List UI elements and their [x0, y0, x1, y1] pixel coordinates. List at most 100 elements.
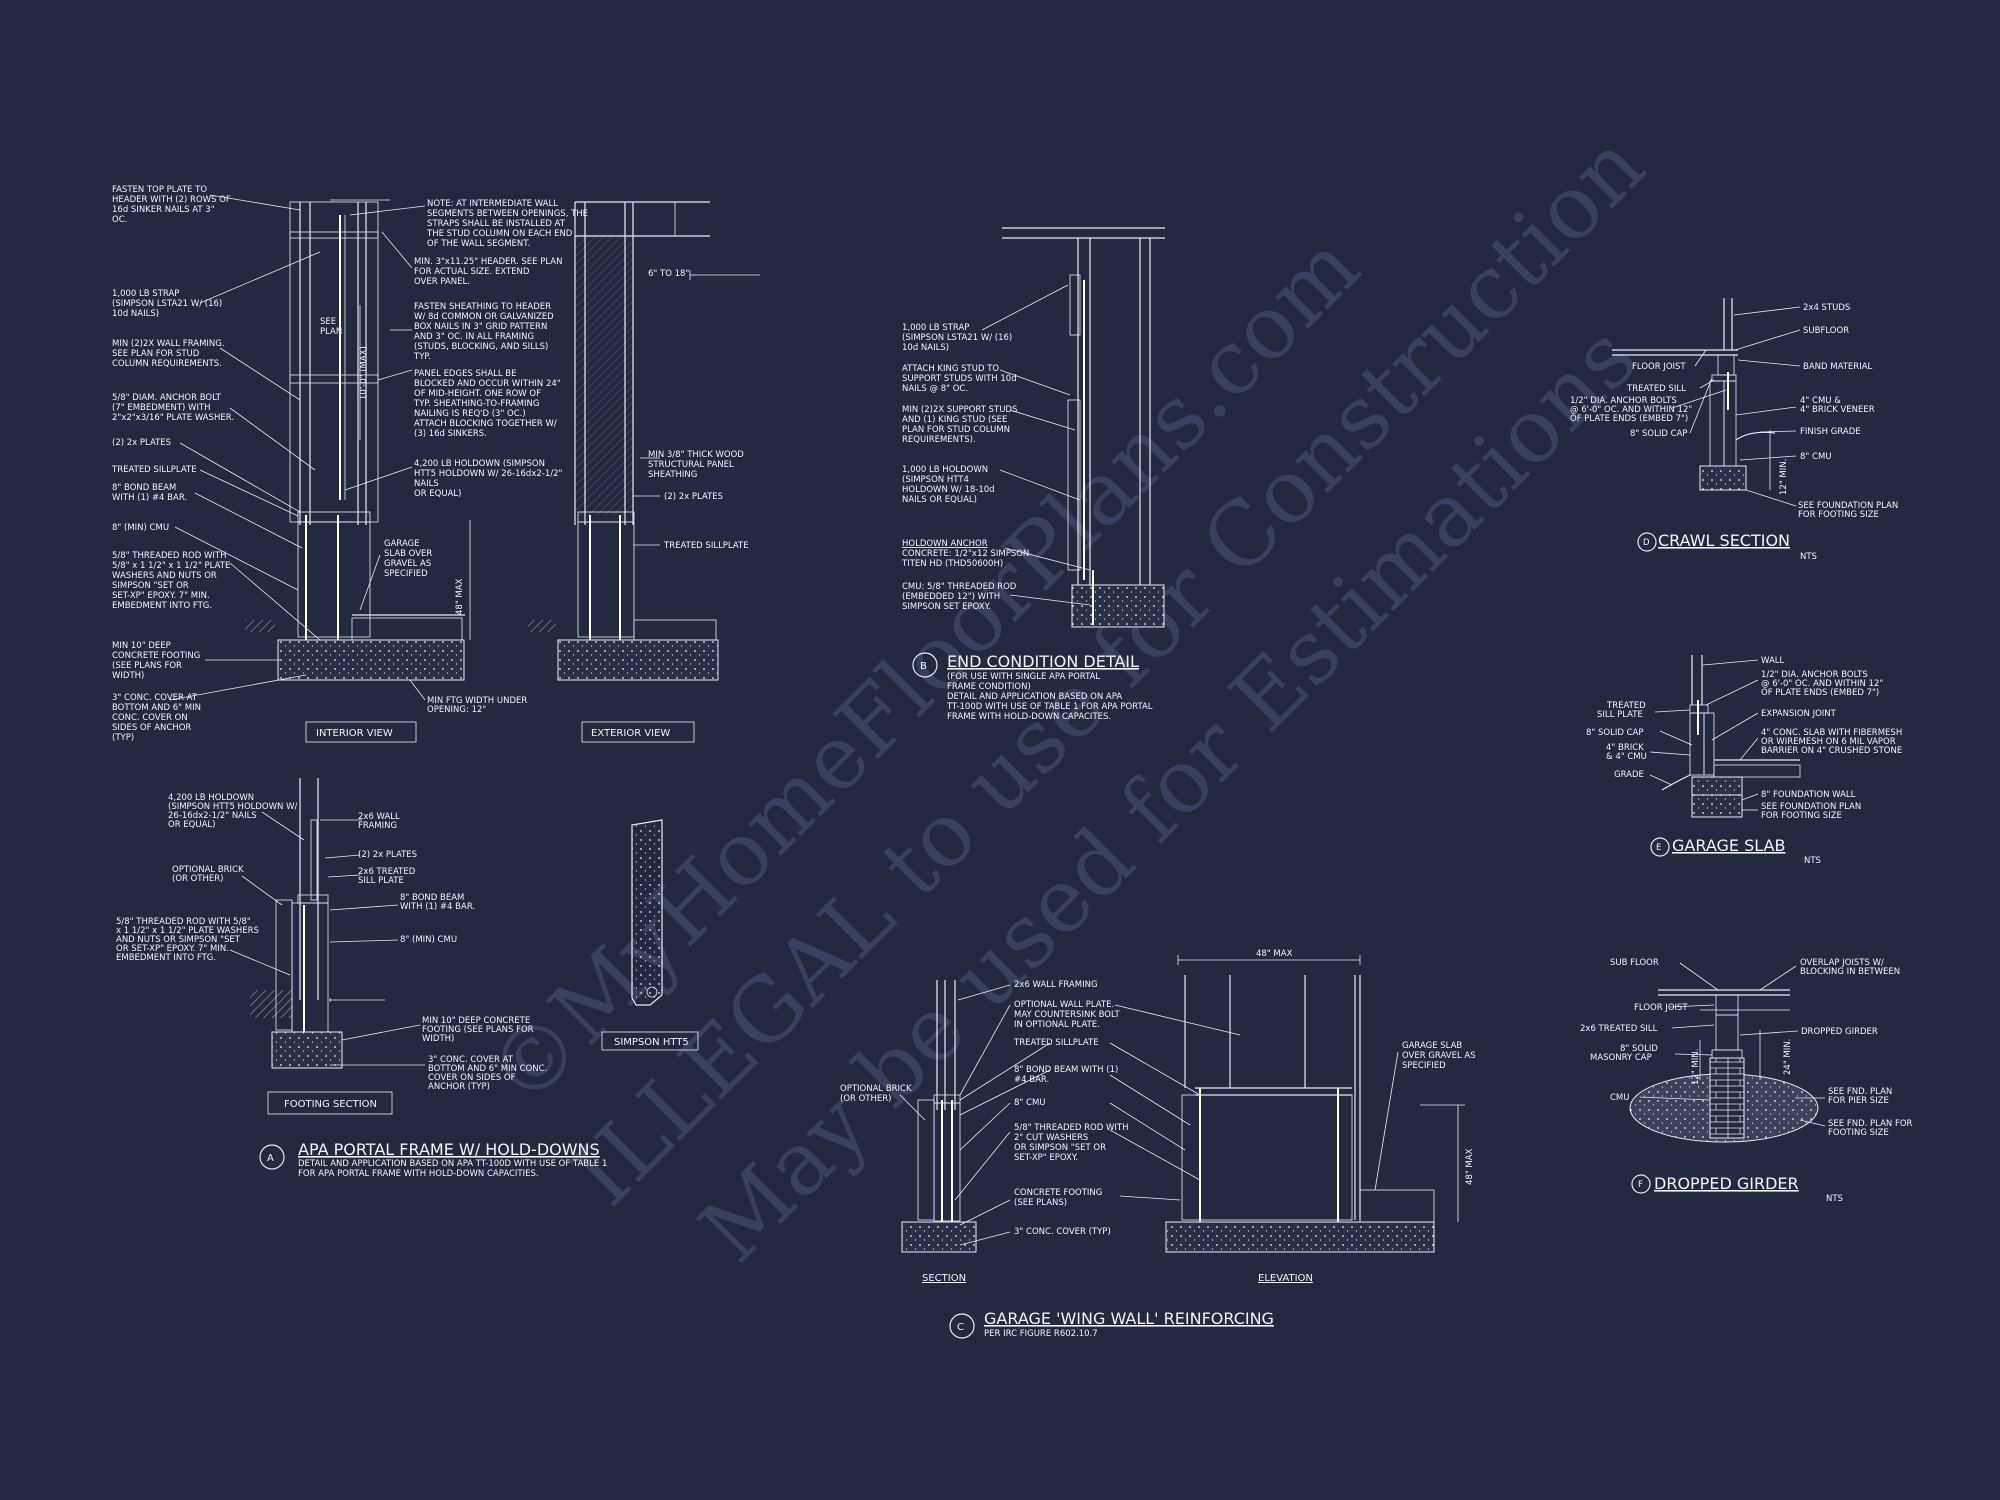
a-note-9-l4: SIMPSON "SET OR	[112, 581, 189, 591]
e-note-4: EXPANSION JOINT	[1761, 709, 1837, 719]
detail-a-exterior-view	[528, 201, 760, 681]
a-ftg-10-l3: COVER ON SIDES OF	[428, 1073, 516, 1083]
c-note-6-l2: 2" CUT WASHERS	[1014, 1133, 1088, 1143]
detail-a-footing-section	[250, 778, 385, 1069]
e-note-3-l1: TREATED	[1606, 701, 1646, 711]
a-note-11-l1: 3" CONC. COVER AT	[112, 693, 198, 703]
d-note-10: 8" CMU	[1800, 452, 1832, 462]
a-ftg-3: (2) 2x PLATES	[358, 850, 417, 860]
a-mid-1-l4: THE STUD COLUMN ON EACH END	[426, 229, 573, 239]
e-note-7-l2: & 4" CMU	[1606, 752, 1647, 762]
a-note-6: TREATED SILLPLATE	[111, 465, 197, 475]
a-ext-1-l1: MIN 3/8" THICK WOOD	[648, 450, 744, 460]
f-note-4: 2x6 TREATED SILL	[1580, 1024, 1658, 1034]
e-note-5: 8" SOLID CAP	[1586, 728, 1643, 738]
b-note-6-l1: CMU: 5/8" THREADED ROD	[902, 582, 1017, 592]
b-sub-l4: TT-100D WITH USE OF TABLE 1 FOR APA PORT…	[946, 702, 1153, 712]
f-note-6-l2: MASONRY CAP	[1590, 1053, 1652, 1063]
detail-b-drawing	[981, 227, 1165, 628]
detail-c-leaders	[899, 984, 1241, 1246]
d-note-11-l1: SEE FOUNDATION PLAN	[1798, 501, 1898, 511]
svg-text:1/2" DIA. ANCHOR BOLTS@ 6'-0": 1/2" DIA. ANCHOR BOLTS@ 6'-0" OC. AND WI…	[1570, 396, 1692, 424]
a-ftg-8-l3: AND NUTS OR SIMPSON "SET	[116, 935, 241, 945]
a-note-10-l1: MIN 10" DEEP	[112, 641, 171, 651]
a-ext-1-l2: STRUCTURAL PANEL	[648, 460, 734, 470]
dim-6-to-18: 6" TO 18"	[648, 269, 689, 279]
f-note-5: DROPPED GIRDER	[1801, 1027, 1878, 1037]
a-mid-5-l4: OR EQUAL)	[414, 489, 461, 499]
detail-f-leaders	[1639, 962, 1826, 1127]
a-mid-2-l2: FOR ACTUAL SIZE. EXTEND	[414, 267, 530, 277]
detail-b-marker	[912, 652, 938, 678]
exterior-view-tag	[581, 721, 695, 743]
c-note-7-l1: CONCRETE FOOTING	[1014, 1188, 1102, 1198]
c-elevation-label: ELEVATION	[1258, 1273, 1313, 1284]
detail-a-subtitle-1: DETAIL AND APPLICATION BASED ON APA TT-1…	[298, 1159, 607, 1169]
b-note-4-l1: 1,000 LB HOLDOWN	[902, 465, 988, 475]
e-note-6-l3: BARRIER ON 4" CRUSHED STONE	[1761, 746, 1902, 756]
e-note-9: 8" FOUNDATION WALL	[1761, 790, 1856, 800]
e-note-7-l1: 4" BRICK	[1606, 743, 1644, 753]
interior-view-label: INTERIOR VIEW	[316, 728, 393, 739]
a-mid-5-l1: 4,200 LB HOLDOWN (SIMPSON	[414, 459, 545, 469]
e-note-10-l2: FOR FOOTING SIZE	[1761, 811, 1842, 821]
detail-f-drawing	[1629, 989, 1819, 1143]
e-note-2-l2: @ 6'-0" OC. AND WITHIN 12"	[1761, 679, 1883, 689]
c-note-1: 2x6 WALL FRAMING	[1014, 980, 1098, 990]
a-mid-3-l2: W/ 8d COMMON OR GALVANIZED	[414, 312, 554, 322]
a-ftg-9-l1: MIN 10" DEEP CONCRETE	[422, 1016, 530, 1026]
c-note-10-l1: GARAGE SLAB	[1402, 1041, 1462, 1051]
a-note-10-l4: WIDTH)	[112, 671, 144, 681]
a-ftg-8-l5: EMBEDMENT INTO FTG.	[116, 953, 216, 963]
a-note-3-l1: MIN (2)2X WALL FRAMING.	[112, 339, 225, 349]
a-note-9-l6: EMBEDMENT INTO FTG.	[112, 601, 212, 611]
a-note-7-l2: WITH (1) #4 BAR.	[112, 493, 187, 503]
a-note-3-l3: COLUMN REQUIREMENTS.	[112, 359, 222, 369]
a-ftg-1-l4: OR EQUAL)	[168, 820, 215, 830]
a-mid-3-l6: TYP.	[413, 352, 431, 362]
interior-view-tag	[305, 721, 417, 743]
c-note-3: TREATED SILLPLATE	[1013, 1038, 1099, 1048]
b-sub-l1: (FOR USE WITH SINGLE APA PORTAL	[947, 672, 1100, 682]
a-note-4-l1: 5/8" DIAM. ANCHOR BOLT	[112, 393, 222, 403]
svg-text:1/2" DIA. ANCHOR BOLTS@ 6'-0": 1/2" DIA. ANCHOR BOLTS@ 6'-0" OC. AND WI…	[1761, 670, 1883, 698]
c-note-9-l2: (OR OTHER)	[840, 1094, 891, 1104]
e-note-3-l2: SILL PLATE	[1597, 710, 1643, 720]
a-ext-2: (2) 2x PLATES	[664, 492, 723, 502]
detail-e-scale: NTS	[1804, 856, 1821, 866]
b-note-2-l3: NAILS @ 8" OC.	[902, 384, 968, 394]
detail-a-mid-notes-leaders	[344, 205, 426, 701]
a-ftg-10-l1: 3" CONC. COVER AT	[428, 1055, 514, 1065]
a-ftg-1-l2: (SIMPSON HTT5 HOLDOWN W/	[168, 802, 297, 812]
a-ftg-2-l1: 2x6 WALL	[358, 812, 400, 822]
a-note-9-l5: SET-XP" EPOXY. 7" MIN.	[112, 591, 210, 601]
a-note-2-l3: 10d NAILS)	[112, 309, 159, 319]
a-note-11-l2: BOTTOM AND 6" MIN	[112, 703, 201, 713]
detail-f-marker-letter: F	[1638, 1180, 1643, 1190]
svg-text:MIN (2)2X WALL FRAMING.SEE PLA: MIN (2)2X WALL FRAMING.SEE PLAN FOR STUD…	[112, 339, 225, 369]
svg-text:1,000 LB STRAP(SIMPSON LSTA21: 1,000 LB STRAP(SIMPSON LSTA21 W/ (16)10d…	[112, 289, 222, 319]
f-note-8-l1: SEE FND. PLAN	[1828, 1087, 1892, 1097]
b-note-3-l1: MIN (2)2X SUPPORT STUDS	[902, 405, 1017, 415]
a-mid-6-l3: GRAVEL AS	[384, 559, 431, 569]
a-ftg-6-l2: WITH (1) #4 BAR.	[400, 902, 475, 912]
dim-10ft-max: 10'-0" (MAX)	[359, 346, 369, 400]
b-note-3-l3: PLAN FOR STUD COLUMN	[902, 425, 1010, 435]
detail-a-interior-view	[245, 199, 471, 681]
c-note-10-l2: OVER GRAVEL AS	[1402, 1051, 1476, 1061]
b-sub-l5: FRAME WITH HOLD-DOWN CAPACITES.	[947, 712, 1111, 722]
f-dim-1: 12" MIN.	[1691, 1049, 1701, 1085]
